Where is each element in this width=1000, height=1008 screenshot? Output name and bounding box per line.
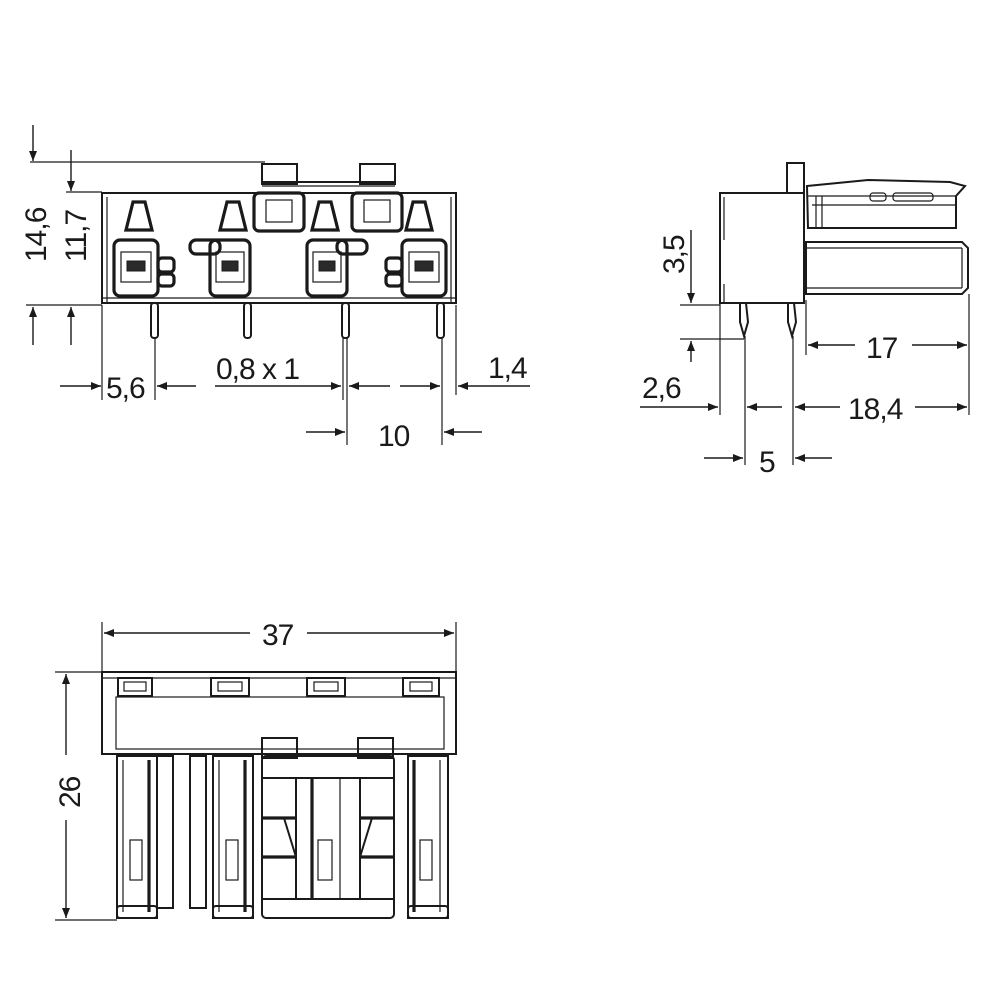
side-view: 3,5 17 2,6 18,4 5 <box>640 162 970 479</box>
dim-plug-depth: 17 <box>866 332 898 365</box>
latch-assembly <box>261 755 395 919</box>
dim-pin-section: 0,8 x 1 <box>216 353 299 386</box>
dim-width: 37 <box>262 619 294 652</box>
dim-first-pin-offset: 5,6 <box>106 372 145 405</box>
release-tab-icon <box>123 200 435 232</box>
contact-column <box>189 755 254 919</box>
solder-pin-icon <box>150 302 445 339</box>
dim-overall-depth: 18,4 <box>848 393 903 426</box>
dim-pin-row-spacing: 5 <box>759 446 775 479</box>
bottom-view: 37 26 <box>54 619 457 921</box>
contact-column <box>116 755 174 919</box>
wire-entry-icon <box>112 238 448 298</box>
contact-column <box>407 755 449 919</box>
dim-overall-height: 14,6 <box>20 207 53 262</box>
dim-pin-length: 3,5 <box>658 235 691 274</box>
front-view: 14,6 11,7 5,6 0,8 x 1 1,4 10 <box>20 125 530 453</box>
window-slot-icon <box>117 677 440 697</box>
dim-pin-pitch: 10 <box>378 420 410 453</box>
dim-rear-offset: 2,6 <box>642 372 681 405</box>
dim-depth: 26 <box>54 776 87 808</box>
dim-body-height: 11,7 <box>60 210 93 262</box>
dim-edge-offset: 1,4 <box>488 352 527 385</box>
